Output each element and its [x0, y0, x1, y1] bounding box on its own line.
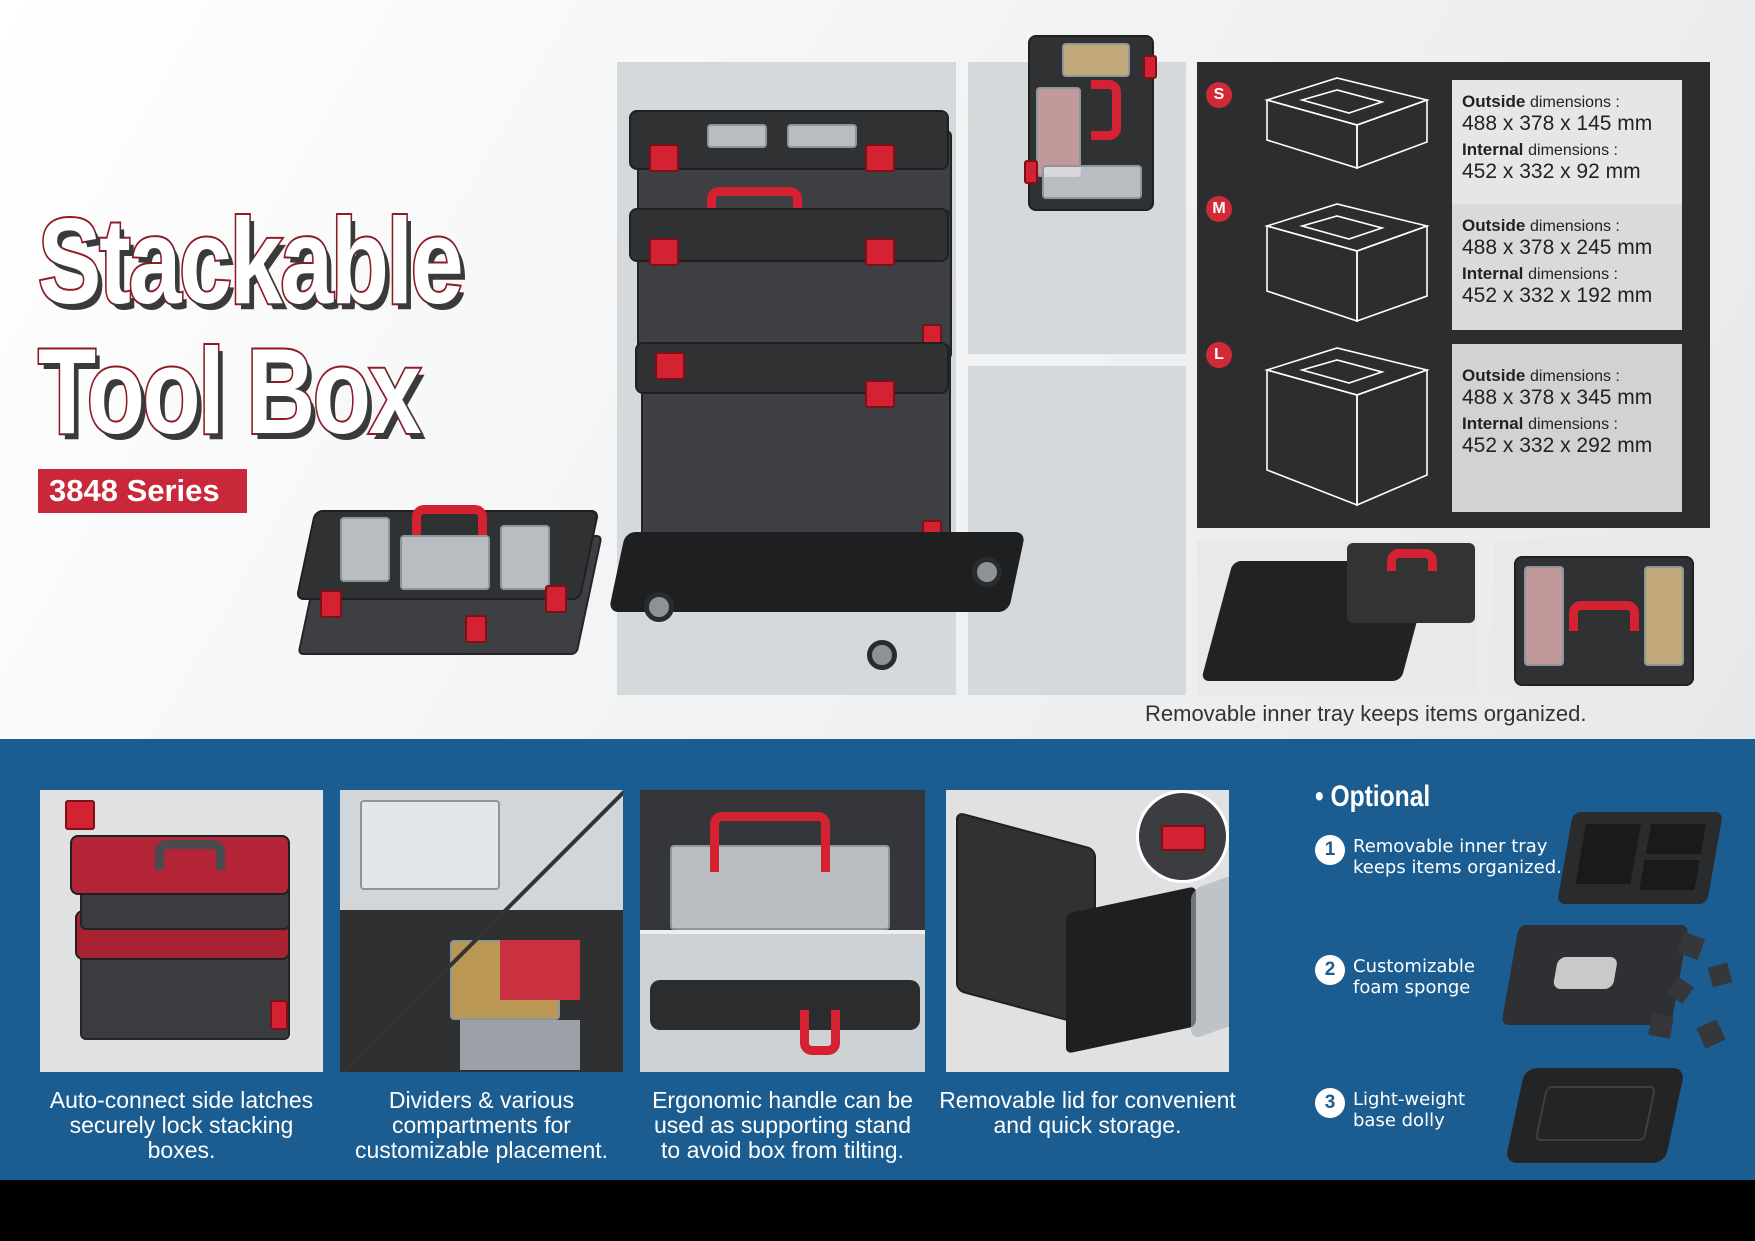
size-badge-m: M — [1206, 196, 1232, 222]
optional-title: • Optional — [1315, 780, 1431, 813]
optional-number-1: 1 — [1315, 835, 1345, 865]
feature-photo-dividers — [340, 790, 623, 1072]
dimension-box-s: Outside dimensions : 488 x 378 x 145 mm … — [1452, 80, 1682, 204]
optional-number-3: 3 — [1315, 1088, 1345, 1118]
box-medium-wireframe — [1264, 203, 1430, 323]
optional-number-2: 2 — [1315, 955, 1345, 985]
outside-dimensions-m: 488 x 378 x 245 mm — [1462, 236, 1653, 259]
small-toolbox-image — [295, 495, 603, 695]
dimension-row-s: S Outside dimensions : 488 x 378 x 145 m… — [1197, 62, 1710, 204]
dimensions-panel: S Outside dimensions : 488 x 378 x 145 m… — [1197, 62, 1710, 528]
optional-dolly-image — [1504, 1068, 1686, 1163]
box-large-wireframe — [1264, 347, 1430, 507]
optional-tray-image — [1556, 812, 1724, 904]
title-line-2: Tool Box — [36, 323, 423, 459]
top-view-toolbox — [1024, 35, 1157, 211]
outside-dimensions-s: 488 x 378 x 145 mm — [1462, 112, 1653, 135]
internal-dimensions-s: 452 x 332 x 92 mm — [1462, 160, 1641, 183]
stacked-toolbox-tower — [608, 62, 1037, 695]
internal-dimensions-m: 452 x 332 x 192 mm — [1462, 284, 1653, 307]
size-badge-s: S — [1206, 82, 1232, 108]
inner-tray-photo — [1197, 541, 1477, 695]
feature-photo-latches — [40, 790, 323, 1072]
bottom-black-bar — [0, 1180, 1755, 1241]
foam-pieces — [1640, 931, 1735, 1050]
feature-photo-lid — [946, 790, 1229, 1072]
internal-dimensions-l: 452 x 332 x 292 mm — [1462, 434, 1653, 457]
box-small-wireframe — [1264, 77, 1430, 170]
series-badge: 3848 Series — [38, 469, 247, 513]
tray-caption: Removable inner tray keeps items organiz… — [1145, 701, 1587, 726]
size-badge-l: L — [1206, 342, 1232, 368]
outside-dimensions-l: 488 x 378 x 345 mm — [1462, 386, 1653, 409]
feature-photo-handle — [640, 790, 925, 1072]
dimension-box-l: Outside dimensions : 488 x 378 x 345 mm … — [1452, 344, 1682, 512]
title-line-1: Stackable — [36, 193, 465, 329]
open-toolbox-top-photo — [1494, 541, 1710, 695]
background-panel-right-bottom — [968, 366, 1186, 695]
dimension-row-m: M Outside dimensions : 488 x 378 x 245 m… — [1197, 196, 1710, 330]
dimension-row-l: L Outside dimensions : 488 x 378 x 345 m… — [1197, 342, 1710, 528]
dimension-box-m: Outside dimensions : 488 x 378 x 245 mm … — [1452, 204, 1682, 330]
